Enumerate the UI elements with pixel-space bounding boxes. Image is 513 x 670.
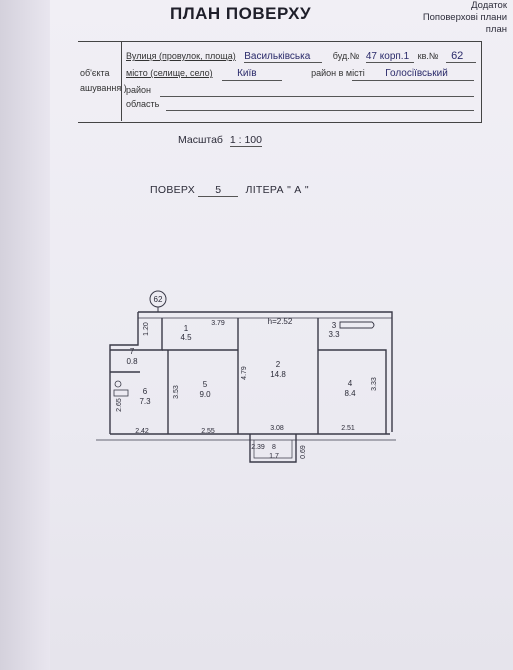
letter-label: ЛІТЕРА [245, 184, 284, 196]
street-underline [244, 62, 322, 63]
scale-line: Масштаб 1 : 100 [178, 134, 262, 147]
house-label: буд.№ [332, 51, 360, 61]
district-label: район [126, 85, 152, 95]
district-underline [160, 96, 474, 97]
dim-3-53: 3.53 [173, 385, 180, 399]
dim-1-20: 1.20 [143, 322, 150, 336]
city-row: місто (селище, село) Київ район в місті … [126, 68, 448, 79]
page-edge-shadow [0, 0, 50, 670]
room-5-number: 5 [203, 380, 208, 389]
room-1-number: 1 [184, 324, 189, 333]
dim-3-08: 3.08 [270, 425, 284, 432]
room-4-number: 4 [348, 379, 353, 388]
room-7-area: 0.8 [126, 357, 138, 366]
address-frame [78, 41, 482, 123]
page-title: ПЛАН ПОВЕРХУ [170, 4, 312, 23]
object-label-line-1: об'єкта [80, 68, 110, 78]
room-1-area: 4.5 [180, 333, 192, 342]
wall-room4 [318, 349, 387, 434]
scale-value: 1 : 100 [229, 134, 262, 147]
outer-wall-top-right [138, 311, 393, 432]
dim-3-33: 3.33 [371, 377, 378, 391]
appendix-line-1: Додаток [471, 0, 507, 11]
appendix-note: Додаток Поповерхові плани план [423, 0, 507, 36]
appendix-line-2: Поповерхові плани [422, 12, 507, 23]
dim-4-79: 4.79 [241, 366, 248, 380]
apt-label: кв.№ [417, 51, 439, 61]
bathtub-icon [339, 321, 375, 329]
scale-label: Масштаб [178, 134, 223, 146]
dim-2-65: 2.65 [116, 398, 123, 412]
balcony-outline [249, 434, 297, 463]
city-value: Київ [237, 68, 257, 79]
house-value: 47 корп.1 [365, 51, 410, 62]
room-6-number: 6 [143, 387, 148, 396]
room-2-number: 2 [276, 360, 281, 369]
street-label: Вулиця (провулок, площа) [126, 51, 236, 61]
room-4-area: 8.4 [344, 389, 356, 398]
object-label: об'єкта ашування ) [80, 66, 127, 96]
district-city-underline [352, 80, 474, 81]
room-7-number: 7 [130, 347, 135, 356]
region-label: область [126, 99, 160, 109]
room-3-number: 3 [332, 321, 337, 330]
address-frame-divider [121, 41, 122, 121]
dim-3-79: 3.79 [211, 320, 225, 327]
balcony-inner [253, 440, 293, 459]
room-6-area: 7.3 [139, 397, 151, 406]
appendix-line-3: план [485, 24, 507, 35]
apt-underline [446, 62, 476, 63]
dim-2-42: 2.42 [135, 428, 149, 435]
district-city-value: Голосіївський [385, 68, 448, 79]
room-2-area: 14.8 [270, 370, 286, 379]
dim-2-39: 2.39 [251, 444, 265, 451]
sink-icon [114, 380, 122, 388]
floor-value: 5 [198, 184, 239, 197]
room-8-number: 8 [272, 444, 276, 451]
city-label: місто (селище, село) [126, 68, 213, 78]
apt-value: 62 [451, 50, 464, 62]
street-value: Васильківська [244, 51, 311, 62]
dim-0-69: 0.69 [300, 445, 307, 459]
street-row: Вулиця (провулок, площа) Васильківська б… [126, 50, 463, 62]
region-row: область [126, 99, 159, 109]
object-label-line-2: ашування ) [80, 83, 127, 93]
room-5-area: 9.0 [199, 390, 211, 399]
ceiling-height: h=2.52 [268, 317, 293, 326]
city-underline [222, 80, 282, 81]
dim-2-55: 2.55 [201, 428, 215, 435]
outer-wall-left [109, 312, 139, 434]
letter-value: " А " [287, 184, 309, 196]
room-3-area: 3.3 [328, 330, 340, 339]
apartment-number: 62 [154, 295, 163, 304]
room-8-area: 1.7 [269, 453, 279, 460]
stove-icon [113, 389, 129, 397]
region-underline [166, 110, 474, 111]
floor-label: ПОВЕРХ [150, 184, 196, 196]
house-underline [366, 62, 414, 63]
district-city-label: район в місті [311, 68, 365, 78]
floor-line: ПОВЕРХ 5 ЛІТЕРА " А " [150, 184, 309, 197]
dim-2-51: 2.51 [341, 425, 355, 432]
district-row: район [126, 85, 151, 95]
